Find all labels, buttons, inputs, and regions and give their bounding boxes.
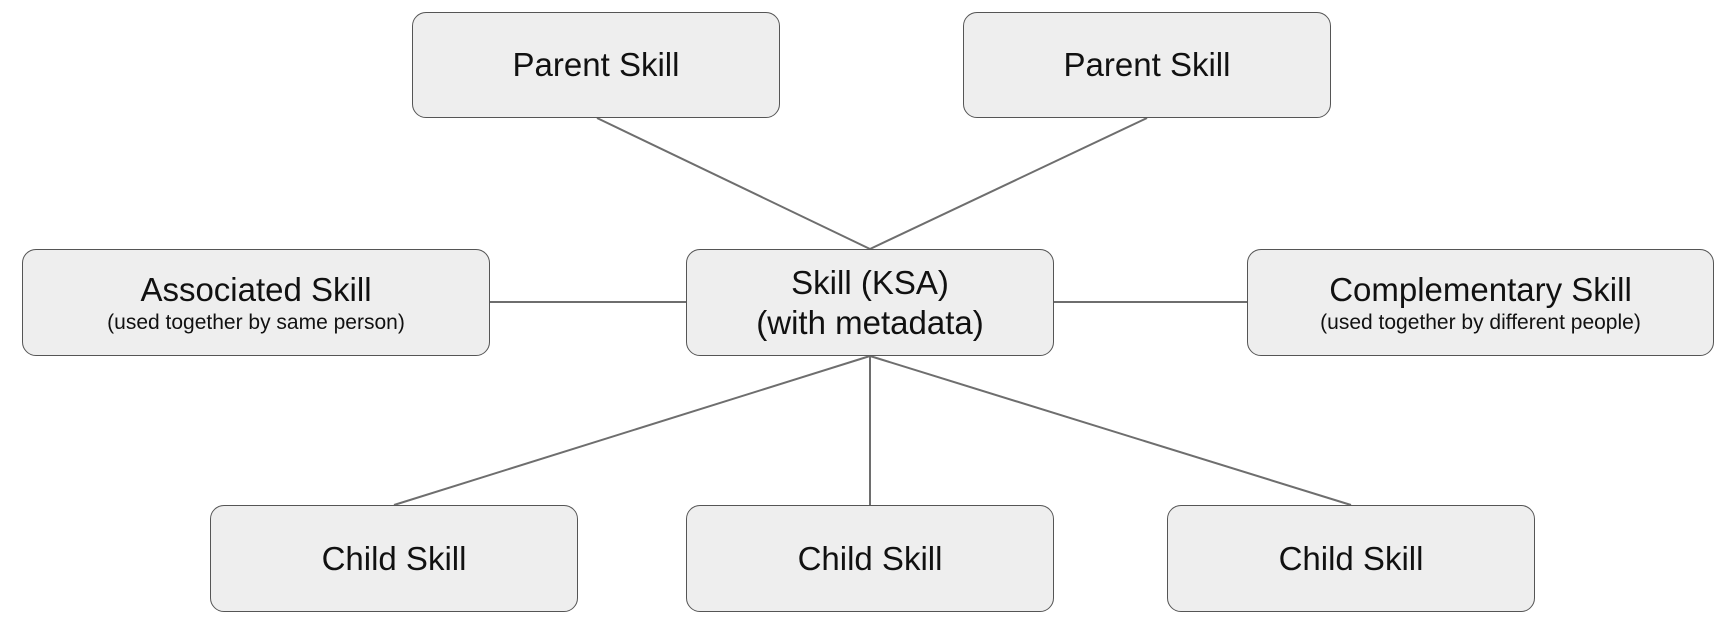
child-skill-label: Child Skill xyxy=(321,539,467,577)
child-skill-label: Child Skill xyxy=(797,539,943,577)
parent-skill-label: Parent Skill xyxy=(1063,46,1231,83)
parent-skill-label: Parent Skill xyxy=(512,46,680,83)
complementary-skill-note: (used together by different people) xyxy=(1320,310,1641,334)
parent-skill-node: Parent Skill xyxy=(412,12,780,118)
connector-parent-2 xyxy=(869,117,1148,250)
central-skill-metadata-label: (with metadata) xyxy=(756,303,984,341)
associated-skill-label: Associated Skill xyxy=(140,270,372,308)
associated-skill-note: (used together by same person) xyxy=(107,310,405,334)
complementary-skill-label: Complementary Skill xyxy=(1329,270,1632,308)
central-skill-node: Skill (KSA) (with metadata) xyxy=(686,249,1054,356)
connector-child-1 xyxy=(393,355,871,506)
connector-parent-1 xyxy=(596,117,871,250)
complementary-skill-node: Complementary Skill (used together by di… xyxy=(1247,249,1714,356)
associated-skill-node: Associated Skill (used together by same … xyxy=(22,249,490,356)
child-skill-node: Child Skill xyxy=(686,505,1054,612)
child-skill-node: Child Skill xyxy=(210,505,578,612)
child-skill-node: Child Skill xyxy=(1167,505,1535,612)
central-skill-label: Skill (KSA) xyxy=(791,263,949,301)
parent-skill-node: Parent Skill xyxy=(963,12,1331,118)
connector-child-3 xyxy=(869,355,1352,506)
child-skill-label: Child Skill xyxy=(1278,539,1424,577)
